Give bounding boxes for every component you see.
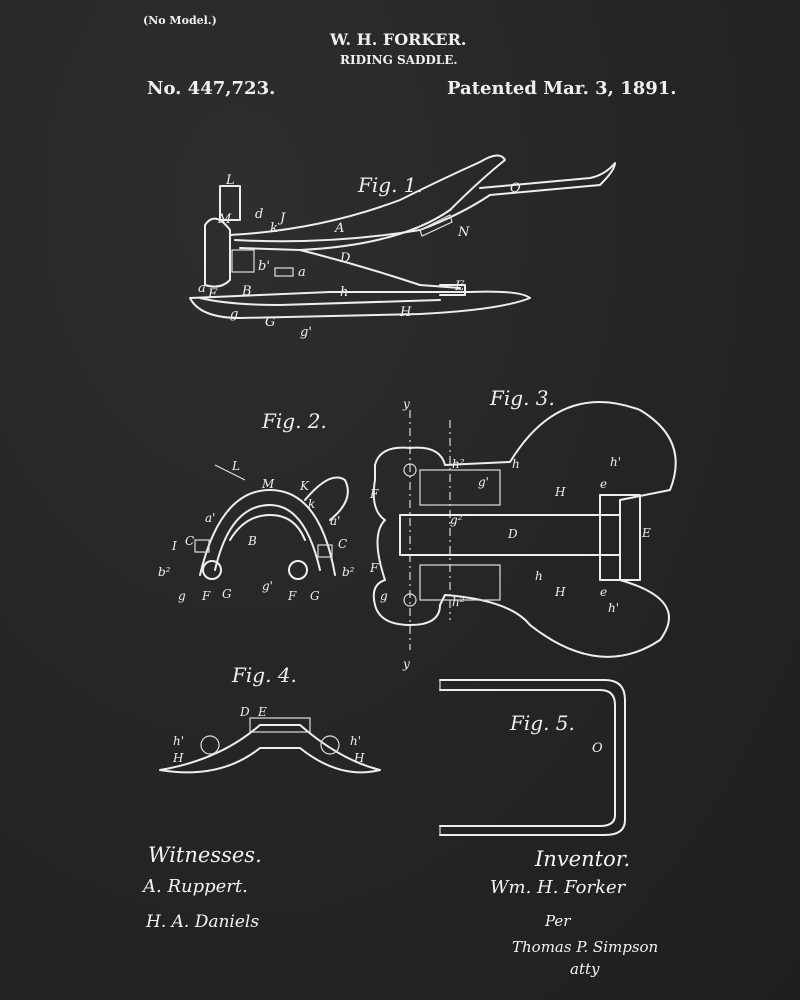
figure-reference-letter: h' [350, 734, 361, 748]
figure-reference-letter: b' [258, 259, 270, 274]
figure-reference-letter: b² [158, 565, 171, 579]
figure-reference-letter: F [207, 287, 218, 302]
figure-reference-letter: G [265, 315, 275, 330]
figure-reference-letter: E [641, 526, 651, 540]
figure-reference-letter: C [185, 534, 194, 548]
figure-reference-letter: g [380, 589, 388, 603]
figure-reference-letter: y [402, 397, 410, 411]
figure-reference-letter: y [402, 657, 410, 671]
fig5-label: Fig. 5. [509, 711, 575, 735]
fig4-label: Fig. 4. [231, 663, 297, 687]
figure-reference-letter: D [339, 251, 351, 266]
figure-reference-letter: h [535, 569, 543, 583]
fig3-label: Fig. 3. [489, 386, 555, 410]
figure-reference-letter: h' [608, 601, 619, 615]
figure-reference-letter: O [510, 181, 521, 196]
figure-5-rod: Fig. 5. O [439, 679, 626, 836]
figure-reference-letter: h' [173, 734, 184, 748]
figure-reference-letter: g [230, 307, 238, 322]
figure-reference-letter: k [270, 221, 278, 236]
figure-reference-letter: E [257, 705, 267, 719]
inventor-heading: W. H. FORKER. [330, 30, 467, 49]
figure-reference-letter: H [353, 751, 365, 765]
figure-reference-letter: F [369, 561, 379, 575]
figure-reference-letter: k [308, 497, 315, 511]
figure-reference-letter: h' [610, 455, 621, 469]
figure-reference-letter: g' [478, 475, 489, 489]
figure-reference-letter: H [172, 751, 184, 765]
figure-reference-letter: g' [262, 579, 273, 593]
figure-1-side-view: Fig. 1. L M d J A O N D a b' B E h H g G [189, 154, 616, 340]
figure-reference-letter: B [241, 284, 252, 299]
patent-date: Patented Mar. 3, 1891. [447, 78, 677, 99]
figure-reference-letter: F [287, 589, 297, 603]
figure-reference-letter: H [399, 305, 412, 320]
figure-reference-letter: g' [300, 325, 312, 340]
inventor-signature: Wm. H. Forker [490, 877, 626, 898]
figure-reference-letter: M [261, 477, 275, 491]
figure-reference-letter: D [239, 705, 250, 719]
figure-reference-letter: N [457, 225, 470, 240]
figure-reference-letter: a' [205, 511, 215, 525]
figure-reference-letter: a [198, 281, 206, 296]
witness-signature-2: H. A. Daniels [146, 912, 260, 932]
attorney-abbrev: atty [570, 960, 600, 978]
figure-reference-letter: K [299, 479, 310, 493]
figure-reference-letter: J [277, 211, 286, 226]
figure-reference-letter: C [338, 537, 347, 551]
figure-reference-letter: I [171, 539, 177, 553]
figure-reference-letter: e [600, 585, 607, 599]
figure-4-section: Fig. 4. D E h' H h' H [159, 663, 381, 774]
inventor-label: Inventor. [535, 847, 631, 871]
figure-reference-letter: F [201, 589, 211, 603]
figure-reference-letter: M [217, 212, 232, 227]
figure-reference-letter: F [369, 487, 379, 501]
figure-reference-letter: a [298, 265, 306, 280]
figure-reference-letter: B [247, 534, 257, 548]
figure-reference-letter: h² [452, 595, 465, 609]
figure-reference-letter: E [454, 279, 465, 294]
figure-reference-letter: h² [452, 457, 465, 471]
patent-title: RIDING SADDLE. [340, 53, 458, 67]
witness-signature-1: A. Ruppert. [143, 876, 248, 897]
figure-reference-letter: G [222, 587, 232, 601]
patent-number: No. 447,723. [147, 78, 276, 99]
witnesses-label: Witnesses. [148, 843, 262, 867]
figure-reference-letter: h [340, 285, 348, 300]
figure-reference-letter: G [310, 589, 320, 603]
no-model-note: (No Model.) [143, 14, 217, 27]
attorney-signature: Thomas P. Simpson [512, 938, 659, 956]
figure-3-top-view: Fig. 3. y y h² h g' H h' e E D g² F F g … [369, 386, 677, 671]
figure-reference-letter: L [225, 173, 235, 188]
figure-reference-letter: g² [450, 513, 463, 527]
figure-reference-letter: h [512, 457, 520, 471]
figure-reference-letter: d [255, 207, 263, 222]
figure-reference-letter: O [592, 741, 603, 756]
per-label: Per [545, 912, 571, 930]
figure-reference-letter: A [334, 221, 344, 236]
figure-reference-letter: D [507, 527, 518, 541]
figure-2-front-view: Fig. 2. L M K k a' a' C C I b² b² B g F … [158, 409, 355, 603]
figure-reference-letter: L [231, 459, 240, 473]
figure-reference-letter: H [554, 585, 566, 599]
figure-reference-letter: e [600, 477, 607, 491]
figure-reference-letter: g [178, 589, 186, 603]
figure-reference-letter: b² [342, 565, 355, 579]
figure-reference-letter: a' [330, 514, 340, 528]
figure-reference-letter: H [554, 485, 566, 499]
fig2-label: Fig. 2. [261, 409, 327, 433]
